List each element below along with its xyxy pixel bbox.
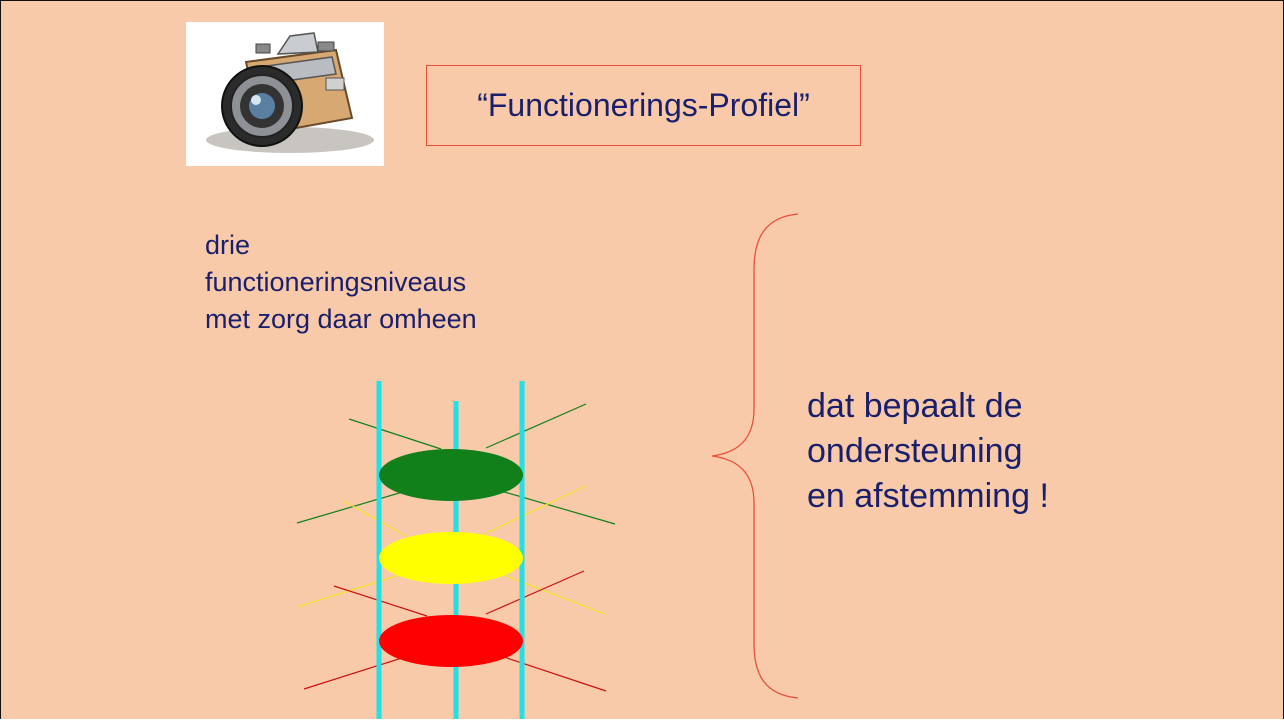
level-middle-ellipse <box>379 532 523 584</box>
curly-brace-icon <box>711 213 799 699</box>
camera-image <box>186 22 384 166</box>
conclusion-text: dat bepaalt de ondersteuning en afstemmi… <box>807 384 1049 519</box>
conclusion-line-1: dat bepaalt de <box>807 387 1023 425</box>
level-top-ellipse <box>379 449 523 501</box>
conclusion-line-3: en afstemming ! <box>807 477 1049 515</box>
level-middle-lines <box>296 485 606 615</box>
conclusion-line-2: ondersteuning <box>807 432 1023 470</box>
level-bottom-ellipse <box>379 615 523 667</box>
levels-description-line-2: functioneringsniveaus <box>205 267 467 297</box>
title-box: “Functionerings-Profiel” <box>426 65 861 146</box>
camera-icon <box>206 32 374 153</box>
levels-description-line-3: met zorg daar omheen <box>205 304 477 334</box>
level-bottom-lines <box>303 570 607 692</box>
levels-description: drie functioneringsniveaus met zorg daar… <box>205 227 477 338</box>
levels-description-line-1: drie <box>205 230 251 260</box>
slide-title: “Functionerings-Profiel” <box>477 87 810 123</box>
